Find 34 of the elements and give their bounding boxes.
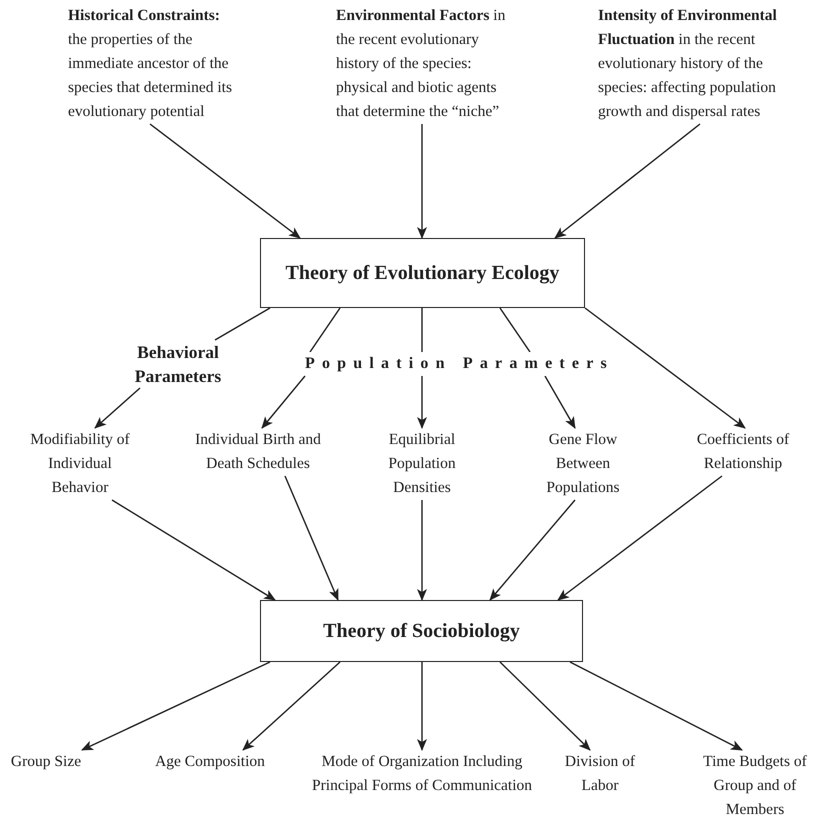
- parameter-text: Equilibrial Population Densities: [362, 428, 482, 500]
- arrow: [489, 500, 576, 601]
- arrow: [417, 500, 427, 601]
- outcome-text: Group Size: [0, 750, 92, 774]
- arrow: [554, 123, 700, 239]
- outcome-text: Time Budgets of Group and of Members: [690, 750, 820, 820]
- arrow: [544, 376, 576, 429]
- arrow: [242, 661, 340, 751]
- outcome-text: Mode of Organization Including Principal Forms of Communication: [310, 750, 534, 798]
- arrow: [557, 475, 722, 601]
- parameter-text: Modifiability of Individual Behavior: [20, 428, 140, 500]
- theory-box: Theory of Evolutionary Ecology: [260, 238, 585, 308]
- arrow: [94, 387, 140, 429]
- parameter-text: Gene Flow Between Populations: [528, 428, 638, 500]
- arrow: [417, 376, 427, 429]
- arrow: [500, 662, 591, 751]
- outcome-text: Division of Labor: [555, 750, 645, 798]
- arrow: [584, 307, 746, 429]
- arrow: [81, 661, 270, 751]
- theory-box: Theory of Sociobiology: [260, 600, 583, 662]
- arrow: [284, 476, 339, 601]
- description-text: Environmental Factors in the recent evolutionary history of the species: physical and biotic agents that determine the “niche”: [336, 4, 516, 124]
- parameter-text: Coefficients of Relationship: [688, 428, 798, 476]
- description-text: Historical Constraints: the properties of the immediate ancestor of the species that determined its evolutionary potential: [68, 4, 233, 124]
- description-text: Intensity of Environmental Fluctuation in the recent evolutionary history of the species: affecting population growth and dispersal rates: [598, 4, 813, 124]
- category-heading: Behavioral Parameters: [118, 340, 238, 388]
- parameter-text: Individual Birth and Death Schedules: [190, 428, 326, 476]
- arrow: [261, 376, 306, 429]
- arrow: [150, 123, 301, 239]
- outcome-text: Age Composition: [150, 750, 270, 774]
- arrow: [417, 662, 427, 751]
- arrow: [570, 661, 743, 751]
- arrow: [112, 499, 276, 601]
- arrow: [417, 124, 427, 239]
